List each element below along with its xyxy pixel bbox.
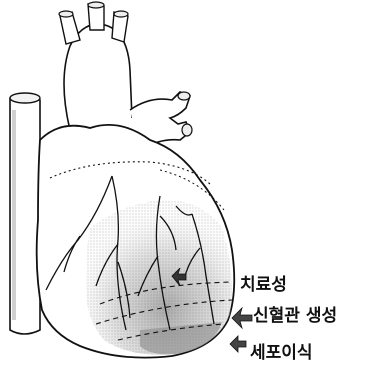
label-treatment: 치료성 xyxy=(240,275,287,295)
heart-body xyxy=(37,125,235,358)
label-cell-transplant: 세포이식 xyxy=(250,343,313,363)
label-angiogenesis: 신혈관 생성 xyxy=(253,306,337,326)
aorta xyxy=(59,2,132,130)
arrow-icon xyxy=(232,308,252,328)
arrow-icon xyxy=(230,336,246,352)
vena-cava xyxy=(10,93,40,334)
